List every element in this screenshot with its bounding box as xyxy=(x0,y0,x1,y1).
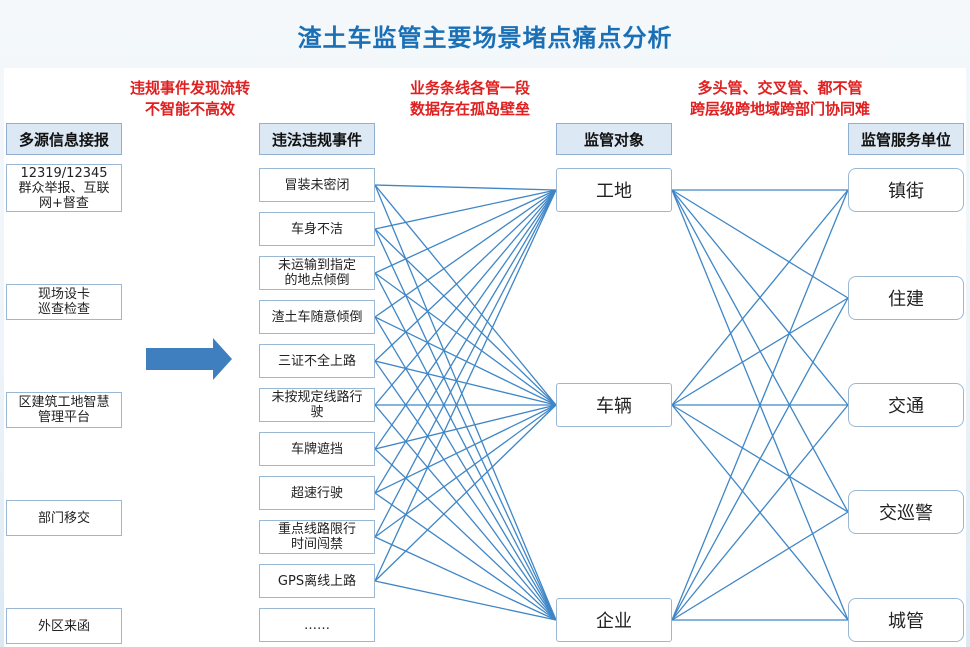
source-item: 12319/12345 群众举报、互联 网+督查 xyxy=(6,164,122,212)
event-item: 超速行驶 xyxy=(259,476,375,510)
link-line xyxy=(374,404,557,621)
event-item: …… xyxy=(259,608,375,642)
event-item: 车身不洁 xyxy=(259,212,375,246)
link-line xyxy=(374,360,557,621)
event-item: 未运输到指定 的地点倾倒 xyxy=(259,256,375,290)
source-item: 区建筑工地智慧 管理平台 xyxy=(6,392,122,428)
object-item-enterprise: 企业 xyxy=(556,598,672,642)
unit-item: 住建 xyxy=(848,276,964,320)
link-line xyxy=(374,189,557,538)
link-line xyxy=(671,189,849,299)
unit-item: 交通 xyxy=(848,383,964,427)
header-units: 监管服务单位 xyxy=(848,123,964,155)
link-line xyxy=(671,297,849,406)
link-line xyxy=(374,404,557,582)
object-item-vehicle: 车辆 xyxy=(556,383,672,427)
link-line xyxy=(374,189,557,450)
link-line xyxy=(374,272,557,406)
link-line xyxy=(374,189,557,582)
link-line xyxy=(671,189,849,621)
link-line xyxy=(374,580,557,621)
link-line xyxy=(374,492,557,621)
flow-arrow-icon xyxy=(146,338,232,380)
unit-item: 城管 xyxy=(848,598,964,642)
page-title: 渣土车监管主要场景堵点痛点分析 xyxy=(297,24,673,52)
header-sources: 多源信息接报 xyxy=(6,123,122,155)
event-item: 未按规定线路行 驶 xyxy=(259,388,375,422)
note-left: 违规事件发现流转 不智能不高效 xyxy=(129,79,250,118)
source-item: 现场设卡 巡查检查 xyxy=(6,284,122,320)
link-line xyxy=(374,189,557,406)
link-line xyxy=(374,316,557,621)
source-item: 部门移交 xyxy=(6,500,122,536)
link-line xyxy=(374,360,557,406)
link-line xyxy=(374,228,557,406)
event-item: 重点线路限行 时间闯禁 xyxy=(259,520,375,554)
link-line xyxy=(374,448,557,621)
link-line xyxy=(374,184,557,406)
object-item-site: 工地 xyxy=(556,168,672,212)
event-item: 车牌遮挡 xyxy=(259,432,375,466)
header-objects: 监管对象 xyxy=(556,123,672,155)
event-item: GPS离线上路 xyxy=(259,564,375,598)
link-line xyxy=(374,404,557,450)
note-middle: 业务条线各管一段 数据存在孤岛壁垒 xyxy=(409,79,530,118)
link-line xyxy=(374,228,557,621)
link-line xyxy=(374,272,557,621)
source-item: 外区来函 xyxy=(6,608,122,644)
event-item: 渣土车随意倾倒 xyxy=(259,300,375,334)
link-line xyxy=(374,189,557,318)
event-item: 冒装未密闭 xyxy=(259,168,375,202)
link-line xyxy=(374,189,557,274)
header-events: 违法违规事件 xyxy=(259,123,375,155)
link-line xyxy=(374,189,557,494)
unit-item: 交巡警 xyxy=(848,490,964,534)
link-line xyxy=(671,511,849,621)
link-group xyxy=(374,184,849,621)
event-item: 三证不全上路 xyxy=(259,344,375,378)
link-line xyxy=(374,189,557,362)
unit-item: 镇街 xyxy=(848,168,964,212)
link-line xyxy=(671,297,849,621)
link-line xyxy=(374,189,557,230)
link-line xyxy=(374,404,557,494)
link-line xyxy=(374,316,557,406)
note-right: 多头管、交叉管、都不管 跨层级跨地域跨部门协同难 xyxy=(689,79,870,118)
link-line xyxy=(671,189,849,406)
link-line xyxy=(374,536,557,621)
link-line xyxy=(374,184,557,191)
link-line xyxy=(671,404,849,621)
